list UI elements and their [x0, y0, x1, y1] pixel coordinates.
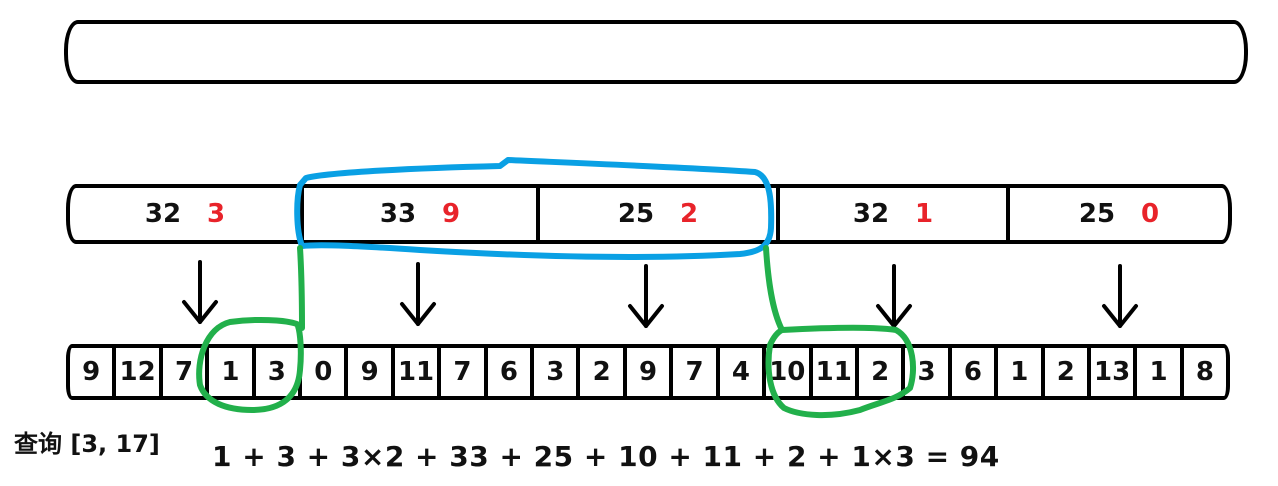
down-arrow-icon [400, 262, 436, 326]
block-0: 32 3 [70, 188, 304, 240]
array-cell: 10 [766, 348, 813, 396]
array-cell: 11 [395, 348, 442, 396]
array-cell: 2 [580, 348, 627, 396]
array-cell: 3 [905, 348, 952, 396]
array-cell: 0 [302, 348, 349, 396]
block-tag: 3 [207, 199, 226, 229]
array-bar: 9 12 7 1 3 0 9 11 7 6 3 2 9 7 4 10 11 2 … [66, 344, 1230, 400]
block-tag: 2 [680, 199, 699, 229]
array-cell: 9 [348, 348, 395, 396]
down-arrow-icon [1102, 264, 1138, 328]
array-cell: 3 [256, 348, 303, 396]
block-sum: 32 [852, 199, 890, 229]
array-cell: 1 [1137, 348, 1184, 396]
array-cell: 9 [70, 348, 117, 396]
array-cell: 12 [116, 348, 163, 396]
array-cell: 9 [627, 348, 674, 396]
query-label: 查询 [3, 17] [14, 430, 160, 458]
array-cell: 7 [163, 348, 210, 396]
array-cell: 6 [952, 348, 999, 396]
block-sum: 25 [617, 199, 655, 229]
array-cell: 4 [720, 348, 767, 396]
down-arrow-icon [628, 264, 664, 328]
down-arrow-icon [182, 260, 218, 324]
query-formula: 1 + 3 + 3×2 + 33 + 25 + 10 + 11 + 2 + 1×… [212, 440, 1000, 473]
block-4: 25 0 [1010, 188, 1228, 240]
array-cell: 13 [1091, 348, 1138, 396]
block-3: 32 1 [780, 188, 1010, 240]
block-tag: 1 [915, 199, 934, 229]
block-tag: 0 [1141, 199, 1160, 229]
block-2: 25 2 [540, 188, 780, 240]
array-cell: 1 [209, 348, 256, 396]
array-cell: 7 [441, 348, 488, 396]
block-sum: 25 [1078, 199, 1116, 229]
top-bar [64, 20, 1248, 84]
array-cell: 6 [488, 348, 535, 396]
array-cell: 11 [813, 348, 859, 396]
down-arrow-icon [876, 264, 912, 328]
array-cell: 2 [859, 348, 906, 396]
array-cell: 7 [673, 348, 720, 396]
block-sum: 32 [144, 199, 182, 229]
array-cell: 8 [1195, 357, 1214, 387]
block-bar: 32 3 33 9 25 2 32 1 25 0 [66, 184, 1232, 244]
array-cell: 1 [998, 348, 1045, 396]
block-sum: 33 [379, 199, 417, 229]
block-1: 33 9 [304, 188, 540, 240]
array-cell: 2 [1045, 348, 1091, 396]
array-cell: 3 [534, 348, 581, 396]
block-tag: 9 [442, 199, 461, 229]
